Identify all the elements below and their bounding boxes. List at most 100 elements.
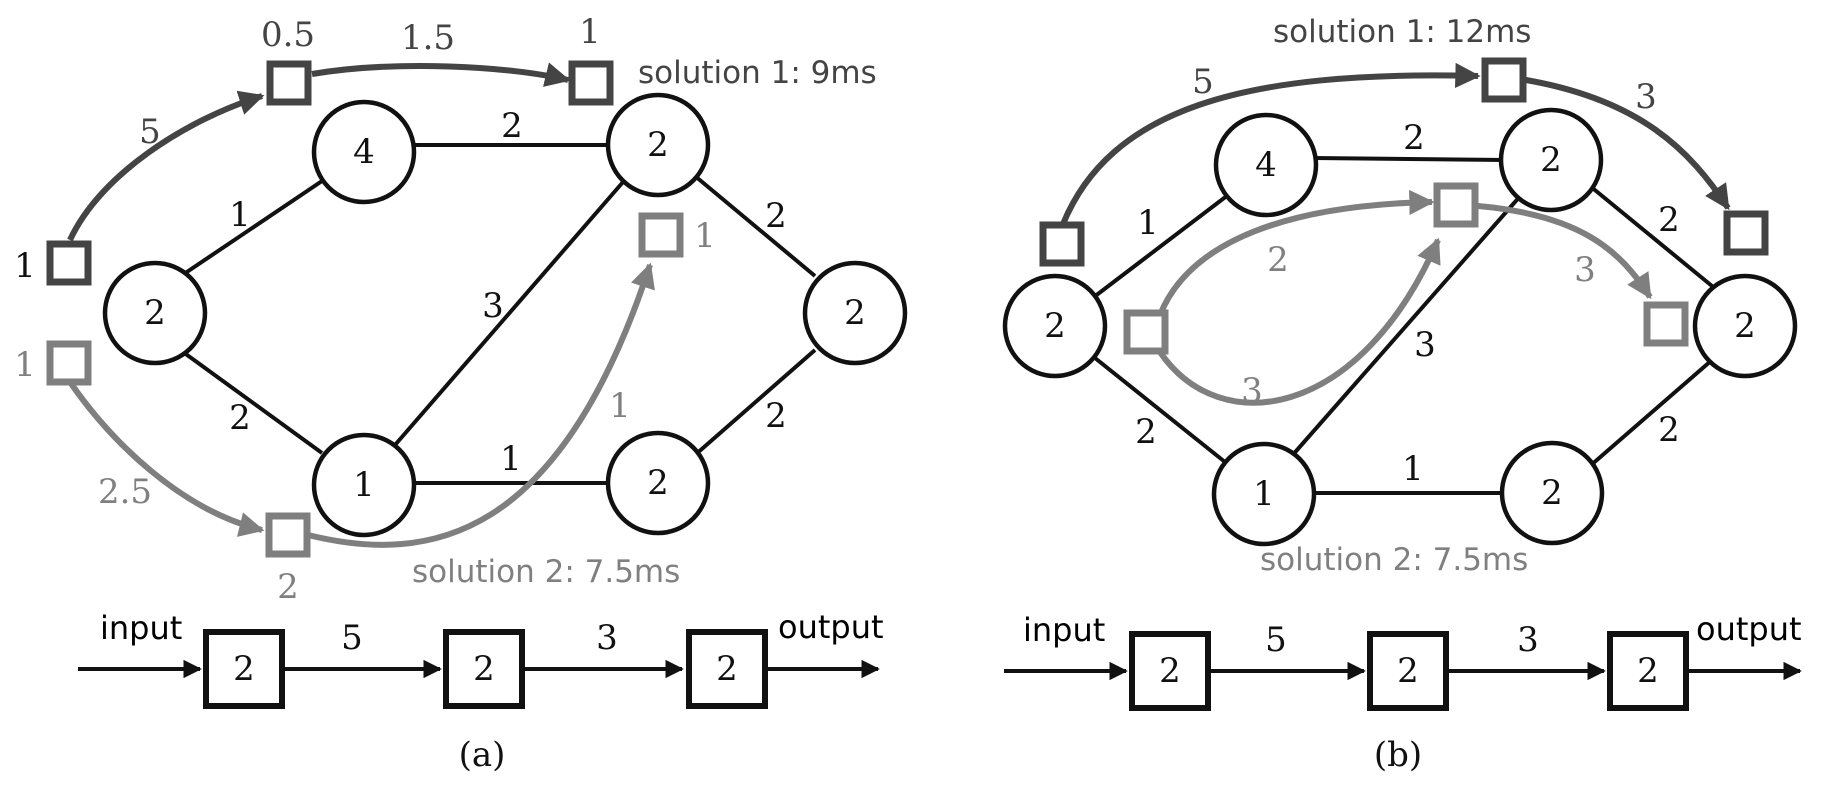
solution-1-link xyxy=(1060,62,1481,226)
panel-b-graph-edges xyxy=(1088,156,1714,495)
solution-2-link xyxy=(307,262,655,548)
weight-label: 1 xyxy=(229,195,251,235)
solution-1-link xyxy=(67,90,265,242)
solution-2-link-weight: 1 xyxy=(609,386,631,426)
weight-label: 2 xyxy=(501,106,523,146)
panel-b: 1 2 2 3 1 2 2 5 3 solution 1: 12ms xyxy=(1002,14,1802,775)
pipeline-stage-weight: 2 xyxy=(1159,651,1181,691)
solution-1-box xyxy=(1039,221,1085,267)
graph-node xyxy=(311,99,417,205)
solution-2-link xyxy=(1477,203,1653,300)
graph-node xyxy=(102,260,208,366)
solution-2-link xyxy=(67,380,265,537)
weight-label: 2 xyxy=(229,398,251,438)
solution-1-link-weight: 3 xyxy=(1635,77,1657,117)
graph-node xyxy=(605,92,711,198)
solution-2-label: solution 2: 7.5ms xyxy=(412,554,680,590)
graph-node xyxy=(311,432,417,538)
solution-2-box-weight: 1 xyxy=(14,345,36,385)
edge-a-2bot-2right xyxy=(693,348,817,457)
solution-2-box-weight: 1 xyxy=(694,216,716,256)
solution-1-box-weight: 1 xyxy=(579,12,601,52)
pipeline-stage xyxy=(1129,631,1211,711)
panel-a: 1 2 2 3 1 2 2 1 0.5 1 5 1.5 solution 1: … xyxy=(14,12,908,775)
solution-1-box xyxy=(1481,57,1527,103)
solution-2-link xyxy=(1157,189,1435,317)
solution-1-label: solution 1: 9ms xyxy=(638,55,877,91)
solution-1-link-weight: 5 xyxy=(139,112,161,152)
panel-caption: (a) xyxy=(459,735,506,775)
node-weight: 2 xyxy=(1541,473,1563,513)
edge-b-1-2top xyxy=(1288,192,1524,460)
panel-b-solution-1: 5 3 solution 1: 12ms xyxy=(1039,14,1769,267)
node-weight: 2 xyxy=(144,293,166,333)
solution-2-link-weight: 3 xyxy=(1241,371,1263,411)
pipeline-stage-weight: 2 xyxy=(233,649,255,689)
pipeline-stage xyxy=(686,629,768,709)
graph-node xyxy=(1211,441,1317,547)
weight-label: 2 xyxy=(765,196,787,236)
solution-2-link-weight: 2.5 xyxy=(98,472,152,512)
panel-b-pipeline: 2 2 2 5 3 input output xyxy=(1004,610,1802,711)
panel-a-graph-nodes: 2 4 1 2 2 2 xyxy=(102,92,908,538)
pipeline-stage xyxy=(1367,631,1449,711)
weight-label: 1 xyxy=(1402,449,1424,489)
pipeline-link-weight: 5 xyxy=(1265,620,1287,660)
edge-b-2-1 xyxy=(1088,352,1232,468)
panel-a-edge-weights: 1 2 2 3 1 2 2 xyxy=(229,106,787,479)
weight-label: 3 xyxy=(482,286,504,326)
solution-2-box xyxy=(1123,309,1169,355)
graph-node xyxy=(1002,273,1108,379)
solution-1-box xyxy=(568,60,614,106)
graph-node xyxy=(1498,107,1604,213)
edge-a-2-4 xyxy=(170,179,324,284)
solution-1-box-weight: 0.5 xyxy=(261,15,315,55)
solution-1-box xyxy=(46,240,92,286)
edge-b-2bot-2right xyxy=(1588,358,1714,468)
weight-label: 2 xyxy=(765,396,787,436)
pipeline-stage-weight: 2 xyxy=(716,649,738,689)
panel-caption: (b) xyxy=(1374,735,1422,775)
solution-2-link-weight: 3 xyxy=(1574,250,1596,290)
pipeline-stage xyxy=(203,629,285,709)
graph-node xyxy=(1213,112,1319,218)
pipeline-link-weight: 3 xyxy=(596,618,618,658)
weight-label: 3 xyxy=(1414,325,1436,365)
graph-node xyxy=(1499,440,1605,546)
node-weight: 1 xyxy=(1253,474,1275,514)
solution-1-link-weight: 1.5 xyxy=(401,18,455,58)
solution-1-box-weight: 1 xyxy=(14,246,36,286)
panel-a-pipeline: 2 2 2 5 3 input output xyxy=(78,608,884,709)
graph-node xyxy=(1692,273,1798,379)
solution-2-link-weight: 2 xyxy=(1267,240,1289,280)
pipeline-link-weight: 5 xyxy=(341,618,363,658)
solution-1-link xyxy=(311,62,571,87)
solution-2-box xyxy=(638,212,684,258)
solution-2-link xyxy=(1157,237,1441,406)
node-weight: 2 xyxy=(1540,140,1562,180)
node-weight: 2 xyxy=(1044,306,1066,346)
node-weight: 4 xyxy=(1255,145,1277,185)
solution-2-label: solution 2: 7.5ms xyxy=(1260,542,1528,578)
solution-2-box-weight: 2 xyxy=(277,567,299,607)
panel-b-solution-2: 2 3 3 solution 2: 7.5ms xyxy=(1123,182,1689,578)
panel-b-edge-weights: 1 2 2 3 1 2 2 xyxy=(1135,118,1680,489)
weight-label: 2 xyxy=(1135,412,1157,452)
panel-a-solution-1: 1 0.5 1 5 1.5 solution 1: 9ms xyxy=(14,12,877,286)
pipeline-output-label: output xyxy=(778,608,884,646)
edge-a-2top-2right xyxy=(693,174,817,278)
pipeline-stage xyxy=(1607,631,1689,711)
solution-2-box xyxy=(265,512,311,558)
weight-label: 1 xyxy=(500,439,522,479)
node-weight: 4 xyxy=(353,132,375,172)
panel-a-graph-edges xyxy=(170,143,817,485)
graph-node xyxy=(605,430,711,536)
weight-label: 2 xyxy=(1658,200,1680,240)
pipeline-link-weight: 3 xyxy=(1517,620,1539,660)
pipeline-stage xyxy=(443,629,525,709)
pipeline-stage-weight: 2 xyxy=(1397,651,1419,691)
solution-2-box xyxy=(1643,301,1689,347)
pipeline-input-label: input xyxy=(1023,611,1105,649)
edge-b-4-2top xyxy=(1312,156,1506,162)
solution-1-box xyxy=(1723,210,1769,256)
